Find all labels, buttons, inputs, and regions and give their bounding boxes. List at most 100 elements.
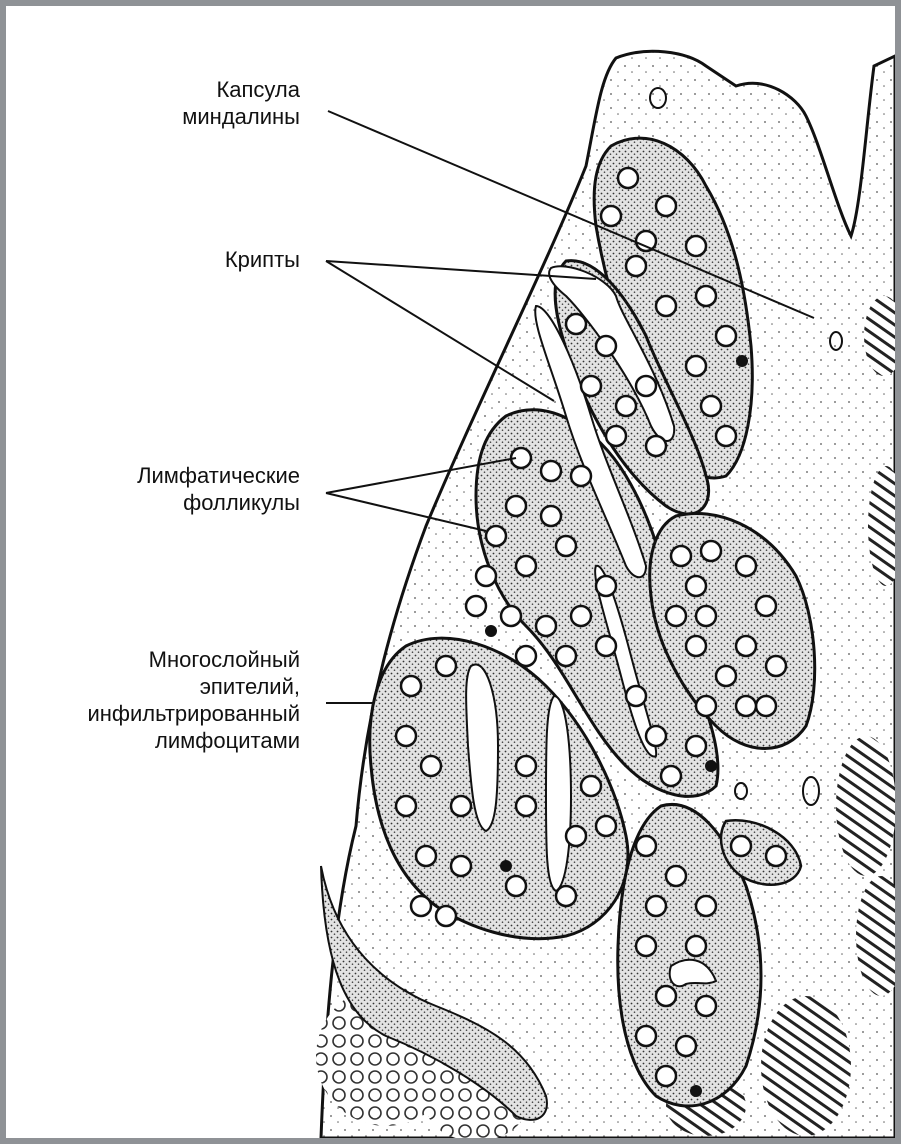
lymphatic-follicle <box>581 376 601 396</box>
lymphatic-follicle <box>541 461 561 481</box>
label-follicles: Лимфатические фолликулы <box>137 462 300 516</box>
lymphatic-follicle <box>756 596 776 616</box>
dark-cell <box>736 355 748 367</box>
lymphatic-follicle <box>516 796 536 816</box>
lymphatic-follicle <box>556 536 576 556</box>
label-follicles-line2: фолликулы <box>137 489 300 516</box>
lymphatic-follicle <box>716 666 736 686</box>
lymphatic-follicle <box>686 236 706 256</box>
lymphatic-follicle <box>566 314 586 334</box>
lymphatic-follicle <box>656 296 676 316</box>
lymphatic-follicle <box>686 356 706 376</box>
lymphatic-follicle <box>696 996 716 1016</box>
lymphatic-follicle <box>421 756 441 776</box>
lymphatic-follicle <box>731 836 751 856</box>
lymphatic-follicle <box>596 336 616 356</box>
lymphatic-follicle <box>606 426 626 446</box>
lymphatic-follicle <box>686 936 706 956</box>
lymphatic-follicle <box>736 636 756 656</box>
lymphatic-follicle <box>556 886 576 906</box>
lymphatic-follicle <box>581 776 601 796</box>
label-crypts-line1: Крипты <box>225 246 300 273</box>
lymphatic-follicle <box>396 726 416 746</box>
muscle-bundle <box>836 736 895 876</box>
lymphatic-follicle <box>436 656 456 676</box>
lymphatic-follicle <box>676 1036 696 1056</box>
lymphatic-follicle <box>451 856 471 876</box>
label-epithelium-line4: лимфоцитами <box>87 727 300 754</box>
muscle-bundle <box>761 996 851 1136</box>
lymphatic-follicle <box>736 556 756 576</box>
label-capsule: Капсула миндалины <box>182 76 300 130</box>
lymphatic-follicle <box>536 616 556 636</box>
lymphatic-follicle <box>666 606 686 626</box>
dark-cell <box>485 625 497 637</box>
lymphatic-follicle <box>466 596 486 616</box>
lymphatic-follicle <box>571 606 591 626</box>
lymphatic-follicle <box>656 1066 676 1086</box>
lymphatic-follicle <box>636 836 656 856</box>
lymphatic-follicle <box>556 646 576 666</box>
lymphatic-follicle <box>451 796 471 816</box>
lymphatic-follicle <box>636 936 656 956</box>
lymphatic-follicle <box>506 496 526 516</box>
label-crypts: Крипты <box>225 246 300 273</box>
dark-cell <box>705 760 717 772</box>
lymphatic-follicle <box>736 696 756 716</box>
lymphatic-follicle <box>541 506 561 526</box>
lymphatic-follicle <box>626 256 646 276</box>
lymphatic-follicle <box>671 546 691 566</box>
dark-cell <box>500 860 512 872</box>
lymphatic-follicle <box>686 636 706 656</box>
lymphatic-follicle <box>636 231 656 251</box>
lymphatic-follicle <box>686 736 706 756</box>
lymphatic-follicle <box>476 566 496 586</box>
lymphatic-follicle <box>636 376 656 396</box>
lymphatic-follicle <box>506 876 526 896</box>
lymphatic-follicle <box>516 646 536 666</box>
lymphatic-follicle <box>566 826 586 846</box>
lymphatic-follicle <box>626 686 646 706</box>
label-epithelium: Многослойный эпителий, инфильтрированный… <box>87 646 300 754</box>
lymphatic-follicle <box>501 606 521 626</box>
label-capsule-line1: Капсула <box>182 76 300 103</box>
lymphatic-follicle <box>696 896 716 916</box>
label-capsule-line2: миндалины <box>182 103 300 130</box>
lymphatic-follicle <box>396 796 416 816</box>
lymphatic-follicle <box>646 896 666 916</box>
lymphatic-follicle <box>516 556 536 576</box>
dark-cell <box>690 1085 702 1097</box>
lymphatic-follicle <box>696 696 716 716</box>
lymphatic-follicle <box>716 326 736 346</box>
label-epithelium-line3: инфильтрированный <box>87 700 300 727</box>
label-follicles-line1: Лимфатические <box>137 462 300 489</box>
lymphatic-follicle <box>616 396 636 416</box>
diagram-frame: Капсула миндалины Крипты Лимфатические ф… <box>6 6 895 1138</box>
lymphatic-follicle <box>401 676 421 696</box>
crypt <box>546 696 571 891</box>
lymphatic-follicle <box>596 816 616 836</box>
lymphatic-follicle <box>601 206 621 226</box>
lymphatic-follicle <box>701 541 721 561</box>
lymphatic-follicle <box>656 196 676 216</box>
lymphatic-follicle <box>766 656 786 676</box>
lymphatic-follicle <box>646 436 666 456</box>
lymphatic-follicle <box>596 576 616 596</box>
lymphatic-follicle <box>411 896 431 916</box>
lymphatic-follicle <box>716 426 736 446</box>
lymphatic-follicle <box>416 846 436 866</box>
lymphatic-follicle <box>666 866 686 886</box>
lymphatic-follicle <box>766 846 786 866</box>
lymphatic-follicle <box>701 396 721 416</box>
lymphatic-follicle <box>618 168 638 188</box>
label-epithelium-line2: эпителий, <box>87 673 300 700</box>
label-epithelium-line1: Многослойный <box>87 646 300 673</box>
lymphatic-follicle <box>436 906 456 926</box>
lymphatic-follicle <box>486 526 506 546</box>
lymphatic-follicle <box>516 756 536 776</box>
lymphatic-follicle <box>756 696 776 716</box>
lymphatic-follicle <box>696 286 716 306</box>
lymphatic-follicle <box>596 636 616 656</box>
tonsil-histology-drawing <box>6 6 895 1138</box>
lymphatic-follicle <box>656 986 676 1006</box>
